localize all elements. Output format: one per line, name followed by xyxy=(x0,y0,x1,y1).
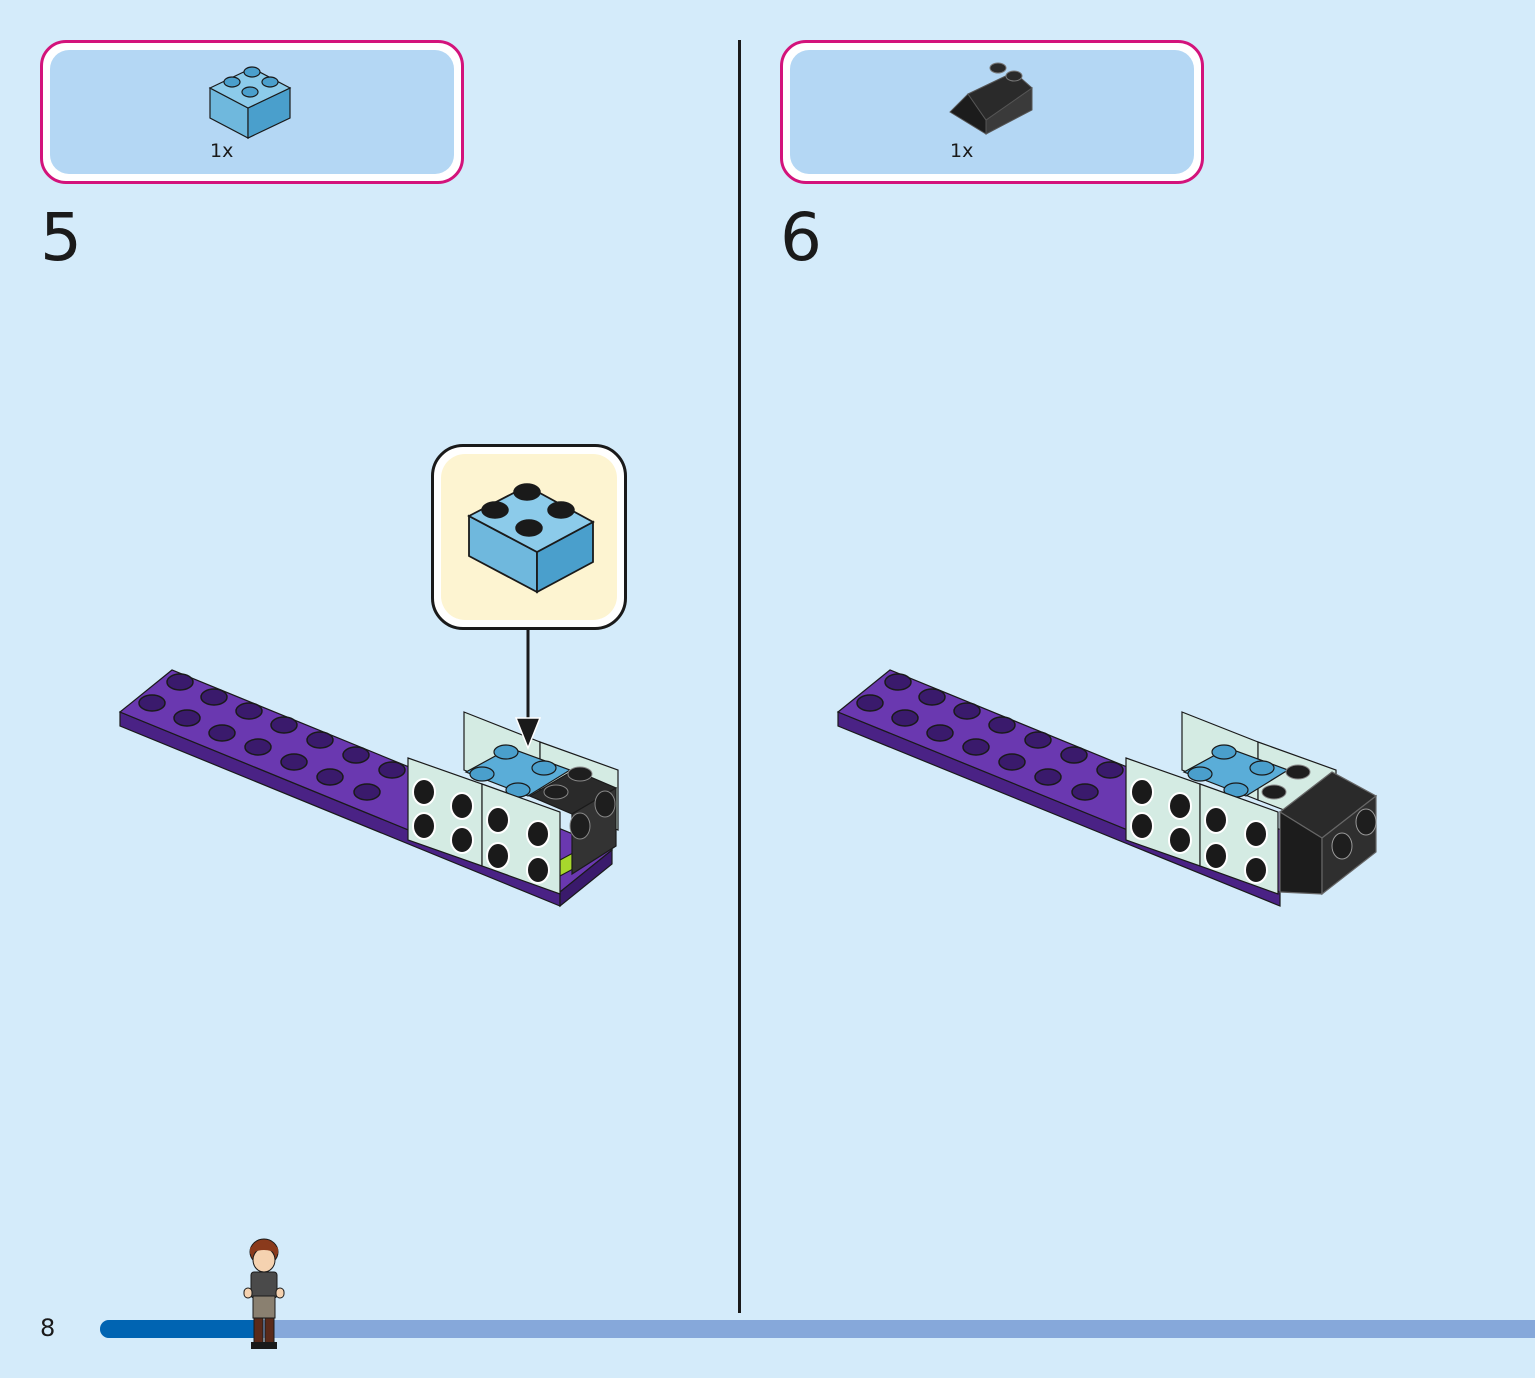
parts-list-inner: 1x xyxy=(790,50,1194,174)
minifigure-progress-marker-icon xyxy=(243,1238,285,1349)
black-slope-2x2-icon xyxy=(949,62,1033,135)
step-number-6: 6 xyxy=(780,199,822,276)
azure-brick-callout-icon xyxy=(467,483,595,594)
step-divider xyxy=(738,40,741,1313)
parts-list-inner: 1x xyxy=(50,50,454,174)
page-number: 8 xyxy=(40,1314,56,1342)
step-6-build-illustration xyxy=(836,669,1378,907)
parts-list-step-5: 1x xyxy=(40,40,464,184)
progress-track xyxy=(100,1320,1535,1338)
part-quantity: 1x xyxy=(950,140,974,162)
parts-list-step-6: 1x xyxy=(780,40,1204,184)
part-quantity: 1x xyxy=(210,140,234,162)
new-part-callout xyxy=(431,444,627,630)
step-number-5: 5 xyxy=(40,199,82,276)
azure-brick-2x2-icon xyxy=(208,66,292,139)
step-5-build-illustration xyxy=(118,630,619,908)
progress-fill xyxy=(100,1320,258,1338)
callout-inner xyxy=(441,454,617,620)
